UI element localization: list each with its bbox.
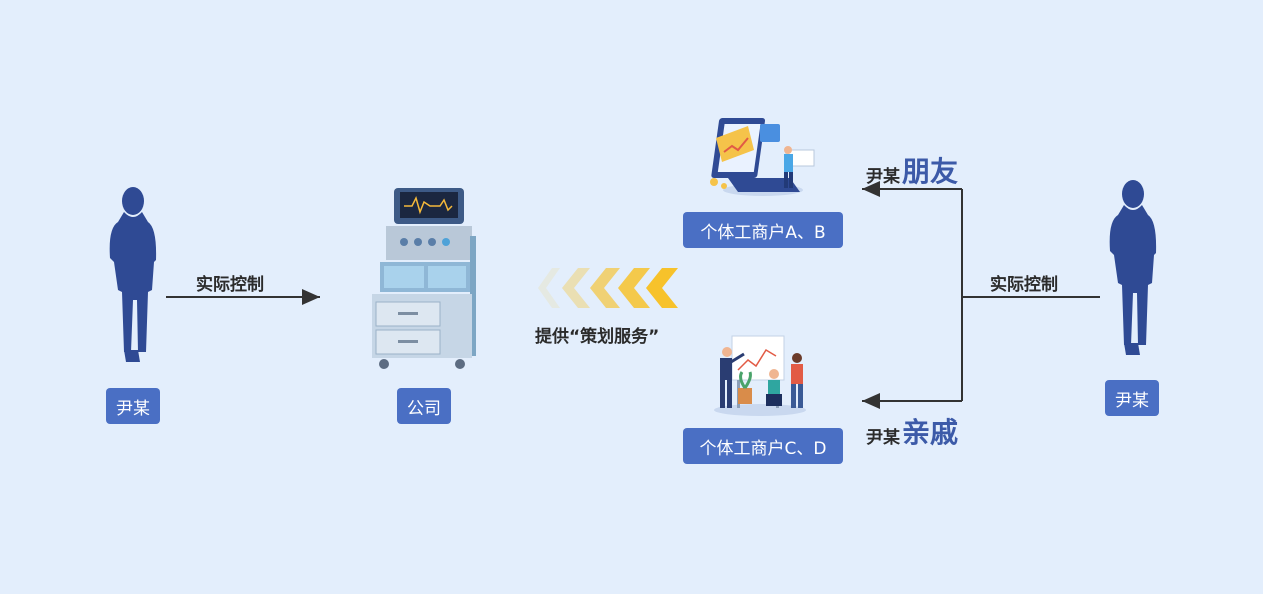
company-label: 公司 xyxy=(397,388,451,424)
control-label-left: 实际控制 xyxy=(196,275,264,295)
relation-friends-main: 朋友 xyxy=(902,155,959,188)
laptop-business-icon xyxy=(710,118,815,196)
relation-relatives-main: 亲戚 xyxy=(902,416,959,449)
control-label-right: 实际控制 xyxy=(990,275,1058,295)
service-label: 提供“策划服务” xyxy=(535,327,660,347)
person-left-label: 尹某 xyxy=(106,388,160,424)
relation-relatives: 尹某亲戚 xyxy=(866,411,958,451)
person-left-icon xyxy=(109,187,157,362)
person-right-label: 尹某 xyxy=(1105,380,1159,416)
person-right-icon xyxy=(1109,180,1157,355)
relation-relatives-prefix: 尹某 xyxy=(866,428,900,448)
meeting-business-icon xyxy=(714,335,806,416)
control-connector-right xyxy=(862,181,1100,409)
company-machine-icon xyxy=(372,188,476,369)
business-cd-label: 个体工商户C、D xyxy=(683,428,843,464)
business-ab-label: 个体工商户A、B xyxy=(683,212,843,248)
relation-friends-prefix: 尹某 xyxy=(866,167,900,187)
relation-friends: 尹某朋友 xyxy=(866,150,958,190)
chevrons-icon xyxy=(538,268,678,308)
